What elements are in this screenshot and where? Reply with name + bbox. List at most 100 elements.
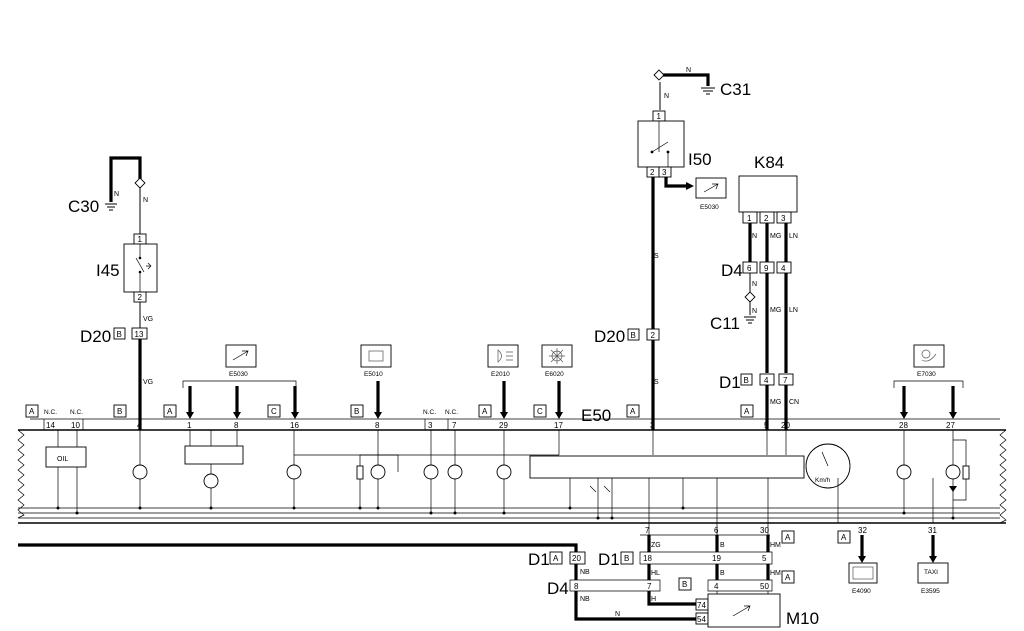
wire-h-label: H bbox=[651, 596, 656, 603]
connector-letter: B bbox=[354, 407, 359, 416]
pin-label: 3 bbox=[428, 421, 433, 430]
wire-mg-label: MG bbox=[770, 307, 781, 314]
pin-label: 1 bbox=[747, 214, 752, 223]
pin-label: 2 bbox=[764, 214, 769, 223]
pin-label: 9 bbox=[764, 264, 769, 273]
ref-e6020: E6020 bbox=[545, 371, 564, 378]
pin-label: 4 bbox=[714, 582, 719, 591]
nc-label: N.C. bbox=[423, 409, 436, 416]
wire-n-label: N bbox=[615, 611, 620, 618]
e50-top-connectors: A N.C. N.C. B A C B N.C. N.C. A C E50 A … bbox=[25, 404, 1000, 430]
pin-label: 54 bbox=[697, 615, 706, 624]
wire-n-label: N bbox=[664, 93, 669, 100]
wire-hm-label: HM bbox=[770, 542, 781, 549]
wire-b-label: B bbox=[720, 570, 725, 577]
c31-ground-branch: N N C31 bbox=[653, 67, 751, 110]
d1-label: D1 bbox=[719, 373, 741, 392]
pin-label: 14 bbox=[46, 421, 55, 430]
connector-letter: A bbox=[630, 407, 636, 416]
connector-letter: B bbox=[631, 331, 636, 340]
m10-module: 74 54 M10 bbox=[695, 593, 819, 628]
d4-label: D4 bbox=[721, 261, 743, 280]
ref-e6020: E6020 bbox=[541, 344, 573, 378]
c30-label: C30 bbox=[68, 197, 99, 216]
pin-label: 13 bbox=[135, 330, 144, 339]
e50-input-arrows bbox=[186, 381, 957, 419]
pin-label: 18 bbox=[643, 554, 652, 563]
pin-label: 8 bbox=[234, 421, 239, 430]
ref-e3595-branch: 31 TAXI E3595 bbox=[917, 526, 949, 595]
pin-label: 3 bbox=[781, 214, 786, 223]
pin-label: 20 bbox=[781, 421, 790, 430]
ref-e5030: E5030 bbox=[229, 371, 248, 378]
connector-letter: B bbox=[117, 407, 122, 416]
wire-nb-label: NB bbox=[580, 569, 590, 576]
pin-label: 6 bbox=[714, 526, 719, 535]
k84-label: K84 bbox=[754, 153, 784, 172]
connector-letter: A bbox=[482, 407, 488, 416]
pin-label: 50 bbox=[760, 582, 769, 591]
i50-label: I50 bbox=[688, 150, 712, 169]
wire-vg-label: VG bbox=[143, 379, 153, 386]
ref-e2010: E2010 bbox=[491, 371, 510, 378]
pin-label: 19 bbox=[712, 554, 721, 563]
speed-unit-label: Km/h bbox=[815, 477, 831, 484]
ref-e5010: E5010 bbox=[360, 344, 392, 378]
m10-label: M10 bbox=[786, 609, 819, 628]
pin-label: 17 bbox=[554, 421, 563, 430]
pin-label: 31 bbox=[928, 526, 937, 535]
pin-label: 7 bbox=[452, 421, 457, 430]
wire-ln-label: LN bbox=[789, 233, 798, 240]
pin-label: 8 bbox=[375, 421, 380, 430]
ref-e5010: E5010 bbox=[364, 371, 383, 378]
pin-label: 27 bbox=[946, 421, 955, 430]
pin-label: 16 bbox=[290, 421, 299, 430]
wire-hl-label: HL bbox=[651, 570, 660, 577]
connector-letter: A bbox=[841, 533, 847, 542]
wire-b-label: B bbox=[720, 542, 725, 549]
pin-label: 28 bbox=[899, 421, 908, 430]
pin-label: 32 bbox=[858, 526, 867, 535]
ref-e7030: E7030 bbox=[893, 344, 964, 388]
pin-label: 2 bbox=[138, 293, 143, 302]
pin-label: 5 bbox=[762, 554, 767, 563]
k84-module: K84 1 2 3 N MG LN D4 6 9 4 N N C11 MG LN… bbox=[710, 153, 799, 430]
ref-e5030-top: E5030 bbox=[182, 344, 297, 388]
wire-zg-label: ZG bbox=[651, 542, 661, 549]
wire-n-label: N bbox=[752, 233, 757, 240]
nc-label: N.C. bbox=[445, 409, 458, 416]
connector-letter: A bbox=[553, 554, 559, 563]
pin-label: 8 bbox=[574, 582, 579, 591]
d20-label: D20 bbox=[594, 327, 625, 346]
connector-letter: A bbox=[29, 407, 35, 416]
pin-label: 5 bbox=[764, 421, 769, 430]
pin-label: 7 bbox=[783, 376, 788, 385]
ref-e5030: E5030 bbox=[700, 204, 719, 211]
pin-label: 20 bbox=[572, 554, 581, 563]
i45-switch: N C30 N 1 I45 2 VG D20 B 13 VG bbox=[68, 156, 158, 430]
d20-label: D20 bbox=[80, 327, 111, 346]
connector-letter: A bbox=[785, 573, 791, 582]
oil-label: OIL bbox=[57, 456, 68, 463]
d20-right-connector: D20 B 2 bbox=[594, 327, 660, 346]
wire-hm-label: HM bbox=[770, 570, 781, 577]
connector-letter: C bbox=[537, 407, 543, 416]
ref-e7030: E7030 bbox=[917, 371, 936, 378]
taxi-label: TAXI bbox=[924, 569, 938, 576]
ref-e3595: E3595 bbox=[921, 588, 940, 595]
wire-n-label: N bbox=[686, 67, 691, 74]
d4-label: D4 bbox=[547, 579, 569, 598]
pin-label: 4 bbox=[781, 264, 786, 273]
connector-letter: B bbox=[744, 376, 749, 385]
connector-letter: A bbox=[167, 407, 173, 416]
ref-e4090-branch: A 32 E4090 bbox=[837, 526, 878, 595]
e50-body: OIL Km/h bbox=[17, 429, 1007, 535]
wire-cn-label: CN bbox=[789, 399, 799, 406]
pin-label: 29 bbox=[499, 421, 508, 430]
pin-label: 2 bbox=[650, 168, 655, 177]
pin-label: 7 bbox=[645, 526, 650, 535]
e50-label: E50 bbox=[581, 406, 611, 425]
pin-label: 7 bbox=[647, 582, 652, 591]
